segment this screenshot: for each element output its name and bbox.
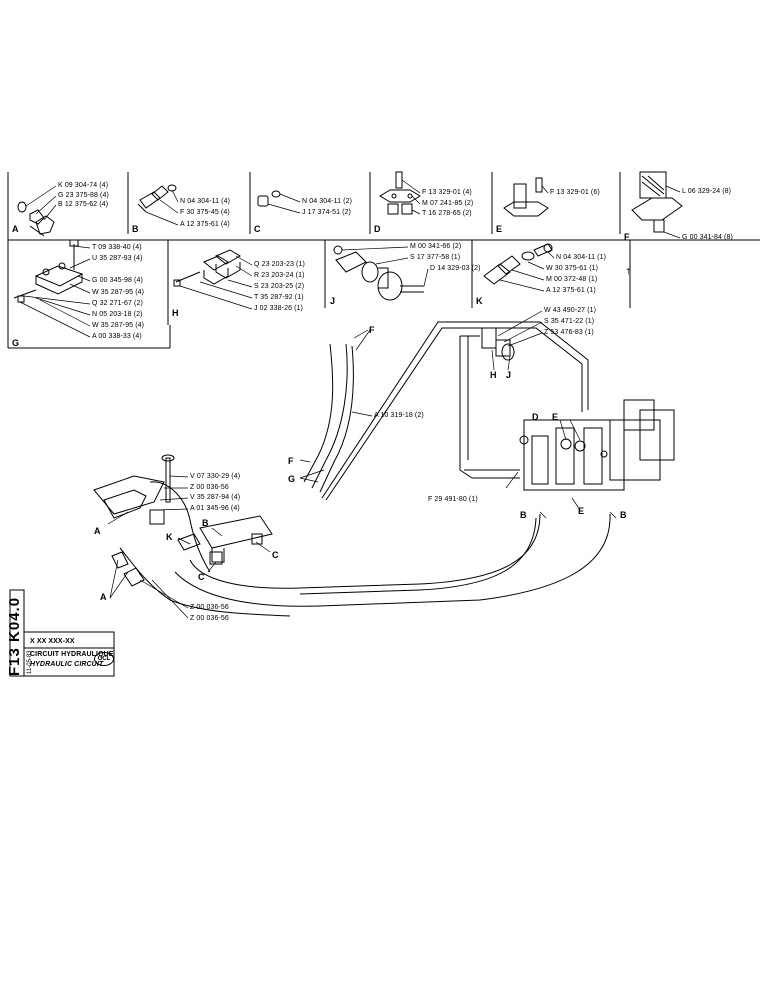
location-letter-c: C [272,550,279,560]
part-callout: Z 00 036-56 [190,604,229,611]
panel-g-parts [13,239,84,303]
panel-leaders [19,179,681,338]
panel-j-parts [333,245,424,301]
panel-h-parts [173,249,241,287]
panel-letter-j: J [330,296,336,306]
part-callout: A 12 375-61 (4) [180,221,230,228]
part-callout: S 35 471-22 (1) [544,318,595,325]
part-callout: S 17 377-58 (1) [410,254,461,261]
part-callout: V 35 287-94 (4) [190,494,241,501]
part-callout: N 04 304-11 (1) [556,254,607,261]
part-callout: W 35 287-95 (4) [92,322,145,329]
location-letter-d: D [532,412,539,422]
panel-f-parts [631,171,683,233]
location-letter-c: C [198,572,205,582]
part-callout: G 23 375-88 (4) [58,192,109,199]
location-letter-b: B [202,518,209,528]
part-callout: M 07 241-85 (2) [422,200,474,207]
part-callout: J 17 374-51 (2) [302,209,351,216]
part-callout: B 12 375-62 (4) [58,201,109,208]
part-callout: T 35 287-92 (1) [254,294,304,301]
part-callout: J 02 338-26 (1) [254,305,303,312]
part-callout: N 05 203-18 (2) [92,311,143,318]
title-french: CIRCUIT HYDRAULIQUE [30,651,114,658]
location-letter-a: A [94,526,101,536]
part-callout: A 00 338-33 (4) [92,333,142,340]
part-callout: Z 53 476-83 (1) [544,329,594,336]
location-letter-a: A [100,592,107,602]
part-callout: V 07 330-29 (4) [190,473,241,480]
part-callout: A 10 319-18 (2) [374,412,424,419]
left-assembly [93,454,273,587]
panel-letter-e: E [496,224,503,234]
clamp-assembly [481,327,515,361]
location-letter-j: J [506,370,512,380]
panel-e-parts [503,177,549,217]
part-callout: L 06 329-24 (8) [682,188,732,195]
part-callout: F 13 329-01 (6) [550,189,600,196]
panel-letter-c: C [254,224,261,234]
part-callout: A 12 375-61 (1) [546,287,596,294]
main-leaders [107,310,617,619]
part-callout: N 04 304-11 (4) [180,198,231,205]
part-callout: W 30 375-61 (1) [546,265,599,272]
part-callout: K 09 304-74 (4) [58,182,109,189]
part-callout: Q 32 271-67 (2) [92,300,143,307]
part-callout: W 43 490-27 (1) [544,307,597,314]
panel-a-parts [17,201,55,237]
part-callout: M 00 372-48 (1) [546,276,598,283]
title-block-frame [9,589,115,677]
location-letter-b: B [520,510,527,520]
panel-b-parts [137,184,177,213]
location-letter-b: B [620,510,627,520]
valve-block [519,399,675,491]
panel-d-parts [379,171,421,215]
panel-letter-f: F [624,232,630,242]
part-callout: Z 00 036-56 [190,615,229,622]
part-callout: Z 00 036-56 [190,484,229,491]
part-callout: F 29 491-80 (1) [428,496,478,503]
location-letter-g: G [288,474,296,484]
gcl-logo: GCL [94,652,114,666]
panel-k-parts [483,243,553,285]
location-letter-h: H [490,370,497,380]
drawing-ref: X XX XXX-XX [30,638,75,645]
location-letter-f: F [288,456,294,466]
part-callout: A 01 345-96 (4) [190,505,240,512]
location-letter-e: E [578,506,585,516]
part-callout: G 00 341-84 (8) [682,234,733,241]
location-letter-e: E [552,412,559,422]
part-callout: W 35 287-95 (4) [92,289,145,296]
part-callout: G 00 345-98 (4) [92,277,143,284]
part-callout: S 23 203-25 (2) [254,283,305,290]
panel-letter-g: G [12,338,20,348]
panel-k-mark: † [626,267,631,276]
part-callout: U 35 287-93 (4) [92,255,143,262]
part-callout: T 16 278-65 (2) [422,210,472,217]
main-pipes [119,321,611,617]
location-letter-k: K [166,532,173,542]
part-callout: M 00 341-66 (2) [410,243,462,250]
part-callout: F 13 329-01 (4) [422,189,472,196]
panel-letter-a: A [12,224,19,234]
panel-letter-h: H [172,308,179,318]
panel-c-parts [257,190,281,207]
part-callout: F 30 375-45 (4) [180,209,230,216]
location-letter-f: F [369,325,375,335]
part-callout: T 09 338-40 (4) [92,244,142,251]
part-callout: R 23 203-24 (1) [254,272,305,279]
part-callout: Q 23 203-23 (1) [254,261,305,268]
panel-letter-k: K [476,296,483,306]
title-english: HYDRAULIC CIRCUIT [30,661,104,668]
drawing-number: F13 K04.0 [6,596,23,676]
part-callout: N 04 304-11 (2) [302,198,353,205]
panel-letter-d: D [374,224,381,234]
part-callout: D 14 329-03 (2) [430,265,481,272]
panel-letter-b: B [132,224,139,234]
panel-frames [7,172,760,349]
